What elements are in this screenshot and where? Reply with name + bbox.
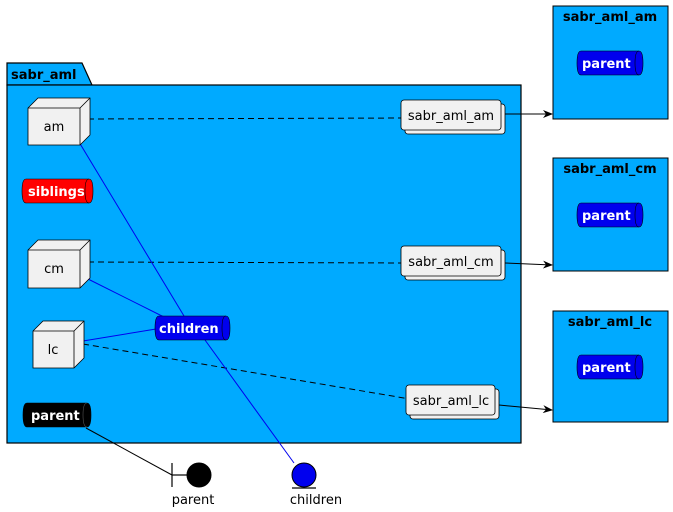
box-sabr-aml-lc-queue-label: parent xyxy=(582,361,631,376)
lc-arrow xyxy=(498,404,553,414)
node-am[interactable]: am xyxy=(27,97,91,146)
legend-children[interactable]: children xyxy=(290,462,342,508)
component-sabr-aml-cm-label: sabr_aml_cm xyxy=(408,255,493,270)
node-lc[interactable]: lc xyxy=(32,320,85,369)
package-title: sabr_aml xyxy=(11,68,77,83)
component-sabr-aml-lc[interactable]: sabr_aml_lc xyxy=(405,384,500,420)
parent-legend-link xyxy=(85,427,173,476)
component-sabr-aml-am[interactable]: sabr_aml_am xyxy=(400,99,506,135)
legend-parent[interactable]: parent xyxy=(171,462,215,508)
am-children-link xyxy=(78,141,185,317)
queue-parent[interactable]: parent xyxy=(22,402,92,428)
connectors xyxy=(78,110,553,476)
am-dashed-link xyxy=(87,117,406,120)
box-sabr-aml-am-title: sabr_aml_am xyxy=(563,10,657,25)
cm-dashed-link xyxy=(87,261,406,264)
box-sabr-aml-lc[interactable]: sabr_aml_lc parent xyxy=(552,310,669,423)
component-sabr-aml-am-label: sabr_aml_am xyxy=(408,109,494,124)
component-sabr-aml-cm[interactable]: sabr_aml_cm xyxy=(400,245,506,281)
parent-circle-icon xyxy=(186,462,212,488)
box-sabr-aml-lc-title: sabr_aml_lc xyxy=(568,315,652,330)
queue-children[interactable]: children xyxy=(154,315,231,341)
cm-arrow xyxy=(504,260,553,269)
box-sabr-aml-cm-queue-label: parent xyxy=(582,209,631,224)
node-cm-label: cm xyxy=(44,262,64,277)
box-sabr-aml-am[interactable]: sabr_aml_am parent xyxy=(552,5,669,120)
queue-siblings[interactable]: siblings xyxy=(21,178,94,204)
children-circle-icon xyxy=(291,462,317,488)
children-legend-link xyxy=(204,339,295,464)
lc-children-link xyxy=(82,328,157,342)
box-sabr-aml-cm-title: sabr_aml_cm xyxy=(563,162,656,177)
legend-children-label: children xyxy=(290,493,342,508)
queue-siblings-label: siblings xyxy=(28,185,85,200)
cm-children-link xyxy=(87,278,173,322)
queue-children-label: children xyxy=(159,322,219,337)
box-sabr-aml-am-queue-label: parent xyxy=(582,57,631,72)
node-lc-label: lc xyxy=(48,343,59,358)
component-sabr-aml-lc-label: sabr_aml_lc xyxy=(413,394,489,409)
lc-dashed-link xyxy=(82,343,411,400)
box-sabr-aml-cm[interactable]: sabr_aml_cm parent xyxy=(552,157,669,272)
node-cm[interactable]: cm xyxy=(27,239,91,289)
node-am-label: am xyxy=(44,120,65,135)
queue-parent-label: parent xyxy=(31,409,80,424)
legend-parent-label: parent xyxy=(172,493,215,508)
